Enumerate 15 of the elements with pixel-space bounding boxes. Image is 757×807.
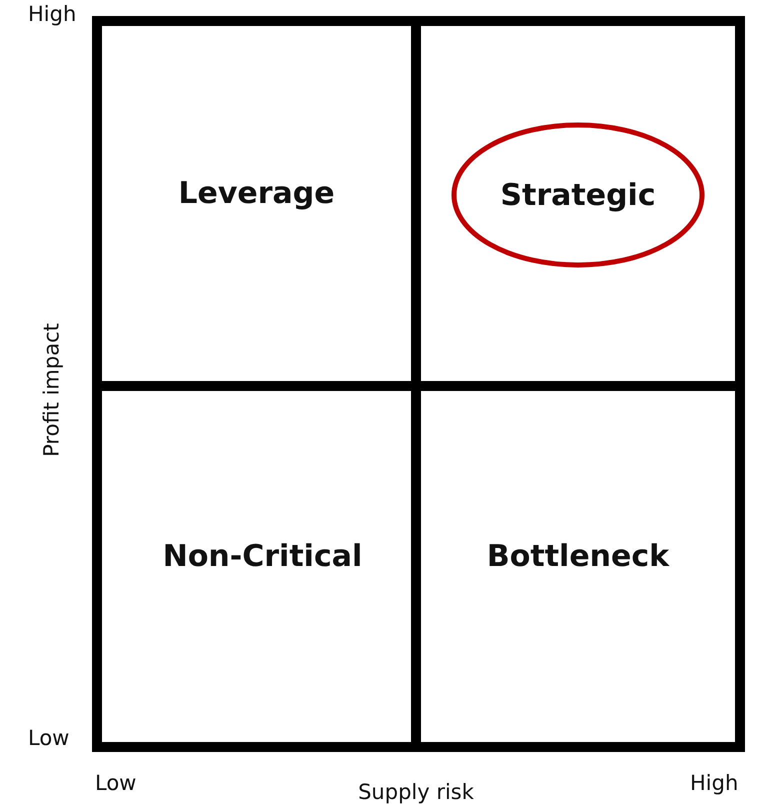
axis-label: Profit impact xyxy=(42,323,62,457)
axis-label: Low xyxy=(95,773,136,794)
highlight-ellipse xyxy=(451,122,705,268)
quadrant-label: Strategic xyxy=(500,178,656,212)
quadrant-cell xyxy=(102,391,411,742)
axis-label: Low xyxy=(28,728,70,749)
quadrant-label: Bottleneck xyxy=(486,539,670,574)
quadrant-label: Non-Critical xyxy=(162,539,362,574)
quadrant-label: Leverage xyxy=(178,176,335,211)
axis-label: High xyxy=(690,773,738,794)
quadrant-cell xyxy=(421,391,735,742)
quadrant-cell xyxy=(102,26,411,381)
axis-label: Supply risk xyxy=(358,782,474,803)
quadrant-cell xyxy=(421,26,735,381)
axis-label: High xyxy=(28,4,76,25)
